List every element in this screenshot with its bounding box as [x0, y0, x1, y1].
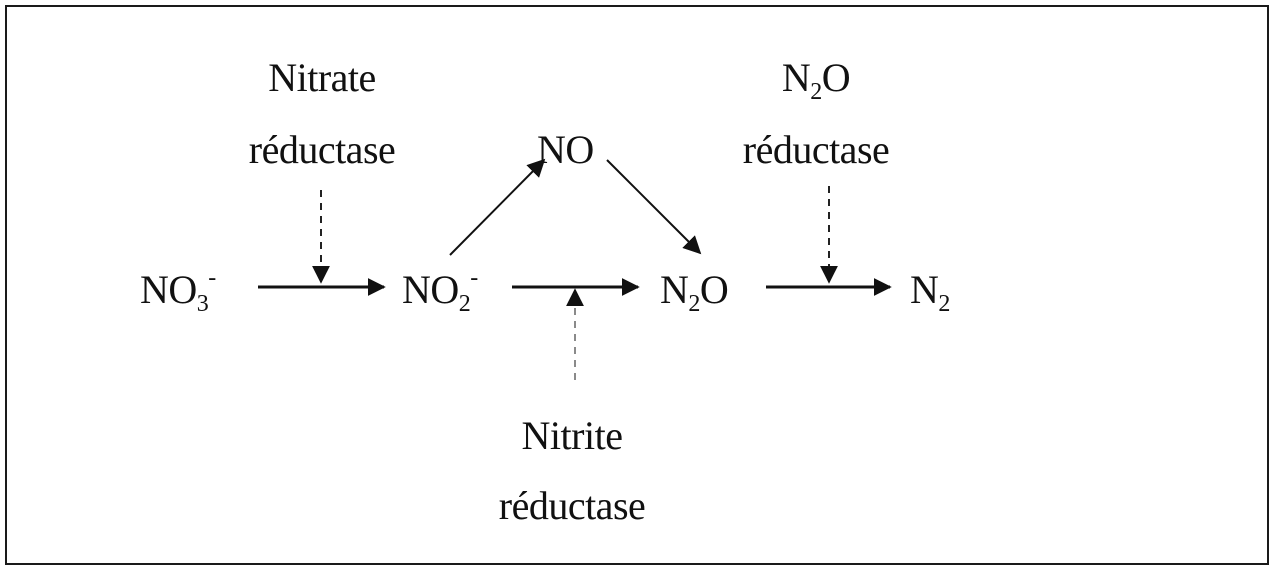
arrow-no-to-n2o	[606, 159, 702, 255]
enzyme-n2o-reductase-line2: réductase	[742, 127, 890, 172]
enzyme-nitrite-reductase-line2: réductase	[498, 483, 646, 528]
enzyme-nitrate-reductase-line2: réductase	[248, 127, 396, 172]
species-nitrite: NO2-	[402, 265, 478, 318]
enzyme-nitrate-reductase-line1: Nitrate	[268, 55, 376, 100]
enzyme-nitrite-reductase-line1: Nitrite	[521, 413, 623, 458]
enzyme-n2o-reductase-line1: N2O	[781, 55, 851, 106]
species-nitric-oxide: NO	[537, 127, 594, 172]
species-nitrate: NO3-	[140, 265, 216, 318]
species-nitrous-oxide: N2O	[660, 267, 729, 318]
species-nitrogen: N2	[910, 267, 950, 318]
reaction-arrows	[258, 158, 892, 380]
arrow-nitrite-to-no	[449, 158, 546, 256]
